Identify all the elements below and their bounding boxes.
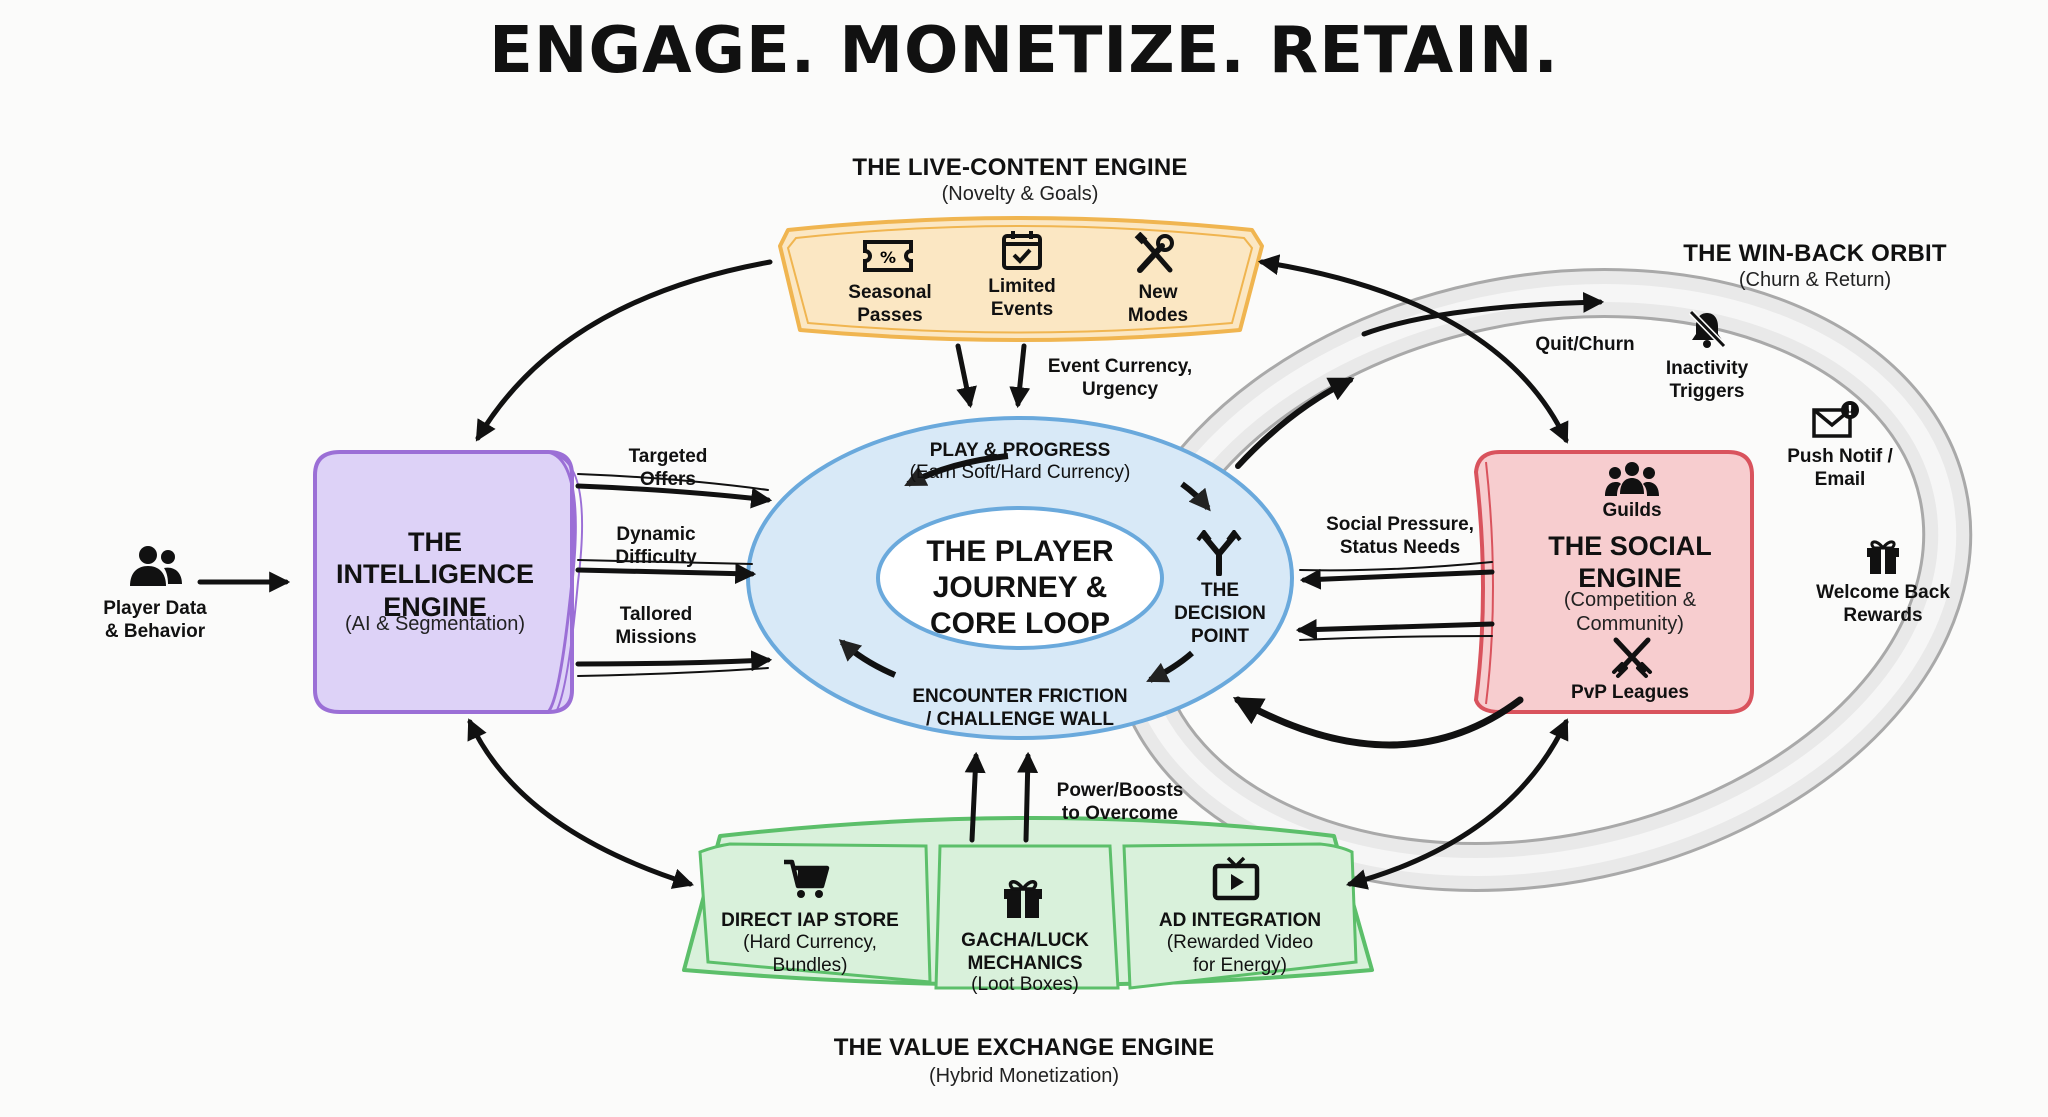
ticket-icon: % (863, 240, 913, 272)
svg-text:!: ! (1847, 404, 1853, 419)
ad-integration-title: AD INTEGRATION (1158, 910, 1322, 931)
event-currency-label: Event Currency,Urgency (1047, 356, 1193, 400)
social-pressure-label: Social Pressure,Status Needs (1326, 514, 1474, 558)
play-progress-sub: (Earn Soft/Hard Currency) (909, 462, 1131, 483)
encounter-friction-label: ENCOUNTER FRICTION/ CHALLENGE WALL (912, 686, 1128, 730)
value-exchange-subtitle: (Hybrid Monetization) (928, 1065, 1120, 1087)
social-subtitle: (Competition &Community) (1563, 589, 1697, 635)
live-content-banner (778, 216, 1264, 342)
connection-arrows (197, 254, 1605, 890)
intelligence-subtitle: (AI & Segmentation) (344, 613, 526, 635)
mail-alert-icon: ! (1812, 401, 1859, 438)
fork-icon (1196, 530, 1242, 576)
quit-churn-label: Quit/Churn (1535, 334, 1635, 355)
tools-icon (1134, 232, 1174, 273)
gacha-gift-icon (1004, 880, 1042, 918)
player-data-label: Player Data& Behavior (103, 598, 207, 642)
value-exchange-title: THE VALUE EXCHANGE ENGINE (833, 1034, 1215, 1061)
group-icon (1605, 462, 1659, 496)
intelligence-scroll (313, 450, 583, 714)
live-content-title: THE LIVE-CONTENT ENGINE (852, 154, 1188, 181)
push-notif-label: Push Notif /Email (1787, 446, 1893, 490)
guilds-label: Guilds (1602, 500, 1662, 521)
users-icon (130, 546, 182, 586)
crossed-swords-icon (1612, 637, 1652, 678)
svg-text:%: % (880, 248, 896, 267)
social-scroll (1473, 450, 1754, 714)
bell-off-icon (1688, 309, 1727, 349)
tv-play-icon (1212, 856, 1260, 901)
gacha-sub: (Loot Boxes) (971, 974, 1079, 995)
play-progress-label: PLAY & PROGRESS (929, 440, 1111, 461)
win-back-title: THE WIN-BACK ORBIT (1683, 240, 1947, 267)
live-content-subtitle: (Novelty & Goals) (941, 183, 1099, 205)
calendar-icon (1002, 231, 1042, 270)
iap-store-sub: (Hard Currency,Bundles) (743, 932, 877, 976)
cart-icon (784, 859, 830, 898)
core-loop-shape (746, 416, 1294, 740)
main-title: ENGAGE. MONETIZE. RETAIN. (489, 14, 1559, 88)
win-back-subtitle: (Churn & Return) (1738, 269, 1892, 291)
iap-store-title: DIRECT IAP STORE (721, 910, 899, 931)
gift-icon (1867, 540, 1899, 574)
pvp-leagues-label: PvP Leagues (1571, 682, 1689, 703)
